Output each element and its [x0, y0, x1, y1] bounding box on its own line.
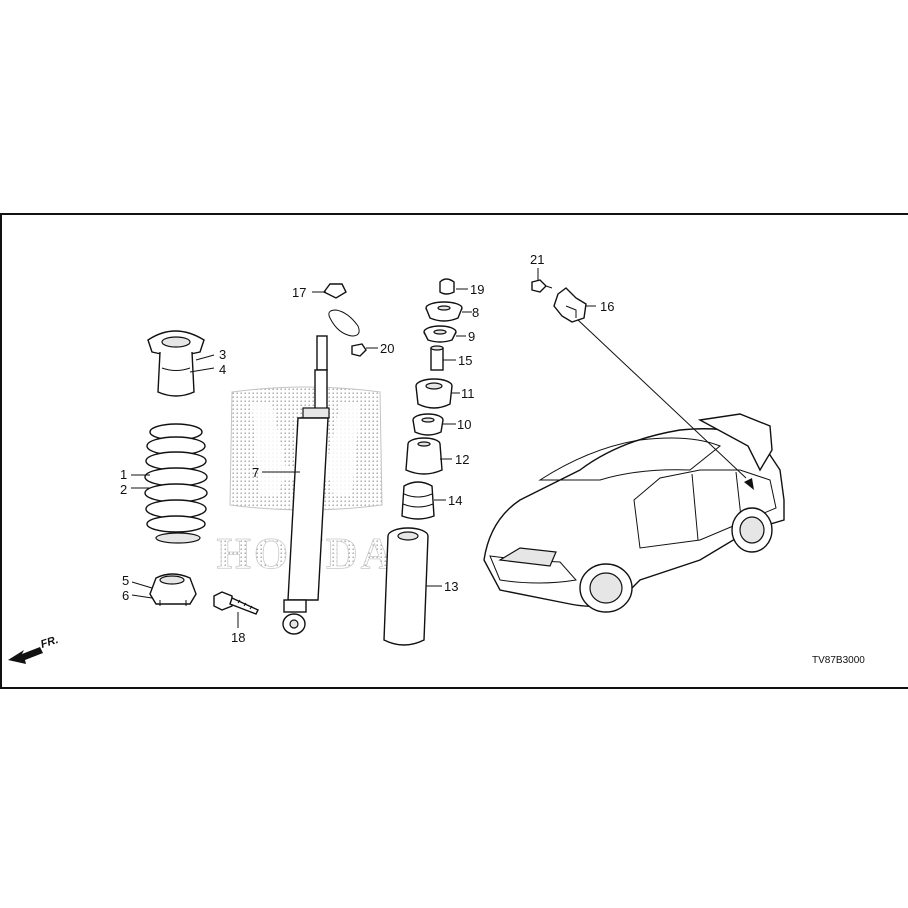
callout-12: 12: [455, 452, 469, 467]
callout-14: 14: [448, 493, 462, 508]
callout-13: 13: [444, 579, 458, 594]
leader-lines: [131, 268, 747, 628]
front-label: FR.: [39, 634, 60, 651]
callout-19: 19: [470, 282, 484, 297]
callout-5: 5: [122, 573, 129, 588]
callout-7: 7: [252, 465, 259, 480]
callout-2: 2: [120, 482, 127, 497]
mounting-bolt-part: [213, 591, 259, 615]
diagram-frame: [0, 213, 908, 689]
sensor-part: [531, 279, 587, 323]
coil-spring-part: [144, 423, 208, 544]
callout-15: 15: [458, 353, 472, 368]
front-arrow-icon: [8, 647, 43, 664]
nut-part-20: [351, 343, 367, 357]
callout-9: 9: [468, 329, 475, 344]
callout-10: 10: [457, 417, 471, 432]
vehicle-illustration: [483, 413, 785, 613]
callout-21: 21: [530, 252, 544, 267]
callout-3: 3: [219, 347, 226, 362]
lower-spring-mount-part: [149, 573, 197, 606]
callout-8: 8: [472, 305, 479, 320]
callout-17: 17: [292, 285, 306, 300]
callout-18: 18: [231, 630, 245, 645]
diagram-code: TV87B3000: [812, 655, 865, 666]
callout-16: 16: [600, 299, 614, 314]
shock-absorber-part: [282, 283, 360, 635]
callout-1: 1: [120, 467, 127, 482]
callout-4: 4: [219, 362, 226, 377]
callout-20: 20: [380, 341, 394, 356]
upper-mount-stack: [383, 278, 463, 646]
front-direction-indicator: FR.: [8, 634, 60, 664]
spring-upper-seat-part: [147, 330, 205, 397]
callout-11: 11: [461, 386, 475, 401]
callout-6: 6: [122, 588, 129, 603]
part-callouts: 1 2 3 4 5 6 7 8 9 10 11 12 13 14 15 16 1…: [120, 252, 614, 645]
